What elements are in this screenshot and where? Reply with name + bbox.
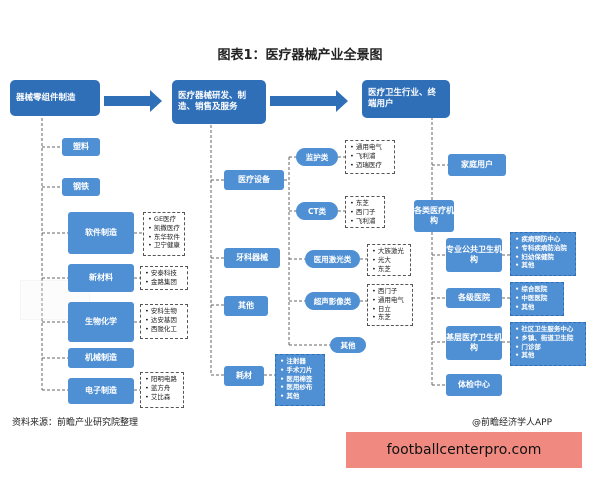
list-item: 通用电气 [372,296,408,305]
node-medical-institutions: 各类医疗机构 [414,200,454,232]
list-item: 迈瑞医疗 [350,161,390,170]
node-electronics: 电子制造 [68,378,134,404]
list-public-health: 疾病预防中心 专科疾病防治院 妇幼保健院 其他 [510,232,576,276]
list-item: 东芝 [350,199,380,208]
node-hospitals: 各级医院 [446,288,502,308]
list-item: 其他 [515,261,571,270]
node-other: 其他 [224,296,268,316]
node-ct: CT类 [296,202,338,220]
list-item: 其他 [515,303,559,312]
list-item: 东芝 [372,313,408,322]
list-item: 妇幼保健院 [515,253,571,262]
node-checkup-center: 体检中心 [446,374,502,396]
list-ct: 东芝 西门子 飞利浦 [345,196,385,228]
list-item: 西门子 [350,208,380,217]
list-item: 艾比森 [145,393,179,402]
node-biochem: 生物化学 [68,302,134,342]
list-ultrasound: 西门子 通用电气 日立 东芝 [367,284,413,326]
list-item: 金路集团 [145,278,183,287]
list-laser: 大族激光 光大 东芝 [367,244,411,276]
list-item: 门诊部 [515,343,581,352]
list-item: 蓝方舟 [145,384,179,393]
list-item: 西陇化工 [145,325,183,334]
list-item: 中医医院 [515,294,559,303]
list-item: 其他 [280,392,320,401]
list-item: 医用纱布 [280,383,320,392]
node-ultrasound: 超声影像类 [305,292,360,310]
header-left: 器械零组件制造 [10,80,100,116]
list-consumables: 注射器 手术刀片 医用棉签 医用纱布 其他 [275,354,325,406]
source-note: 资料来源：前瞻产业研究院整理 [12,418,139,428]
list-electronics: 阳明电路 蓝方舟 艾比森 [140,372,184,408]
node-consumables: 耗材 [224,366,264,386]
node-steel: 钢铁 [62,178,100,196]
list-item: 注射器 [280,357,320,366]
node-laser: 医用激光类 [305,250,360,268]
site-banner[interactable]: footballcenterpro.com [346,432,582,468]
list-item: 综合医院 [515,285,559,294]
node-dental: 牙科器械 [224,248,280,268]
node-primary-care: 基层医疗卫生机构 [446,326,502,360]
list-item: 日立 [372,305,408,314]
node-other-equipment: 其他 [330,337,366,353]
node-home-users: 家庭用户 [448,154,506,176]
list-item: 凯撒医疗 [148,224,180,233]
node-machinery: 机械制造 [68,348,134,368]
list-materials: 安泰科技 金路集团 [140,266,188,290]
list-item: 阳明电路 [145,375,179,384]
list-item: 光大 [372,256,406,265]
list-primary-care: 社区卫生服务中心 乡镇、街道卫生院 门诊部 其他 [510,322,586,366]
list-item: 东芝 [372,265,406,274]
node-monitor: 监护类 [296,148,338,166]
list-item: 安泰科技 [145,269,183,278]
page-title: 图表1：医疗器械产业全景图 [217,48,383,63]
list-item: 乡镇、街道卫生院 [515,334,581,343]
node-plastic: 塑料 [62,138,100,156]
list-software: GE医疗 凯撒医疗 东华软件 卫宁健康 [143,212,185,256]
brand-credit: @前瞻经济学人APP [472,418,553,428]
list-item: 西门子 [372,287,408,296]
list-item: GE医疗 [148,215,180,224]
list-item: 疾病预防中心 [515,235,571,244]
list-item: 手术刀片 [280,366,320,375]
header-middle: 医疗器械研发、制造、销售及服务 [172,80,266,124]
list-item: 飞利浦 [350,152,390,161]
list-monitor: 通用电气 飞利浦 迈瑞医疗 [345,140,395,174]
list-item: 卫宁健康 [148,241,180,250]
node-new-materials: 新材料 [68,264,134,292]
list-item: 安科生物 [145,307,183,316]
list-item: 通用电气 [350,143,390,152]
list-item: 达安基因 [145,316,183,325]
node-public-health: 专业公共卫生机构 [446,238,502,272]
list-item: 东华软件 [148,233,180,242]
list-item: 医用棉签 [280,375,320,384]
list-item: 飞利浦 [350,217,380,226]
list-item: 大族激光 [372,247,406,256]
node-medical-equipment: 医疗设备 [224,170,284,190]
list-item: 其他 [515,351,581,360]
list-biochem: 安科生物 达安基因 西陇化工 [140,304,188,339]
header-right: 医疗卫生行业、终端用户 [362,80,450,118]
list-item: 社区卫生服务中心 [515,325,581,334]
list-item: 专科疾病防治院 [515,244,571,253]
node-software: 软件制造 [68,212,134,254]
list-hospitals: 综合医院 中医医院 其他 [510,282,564,316]
